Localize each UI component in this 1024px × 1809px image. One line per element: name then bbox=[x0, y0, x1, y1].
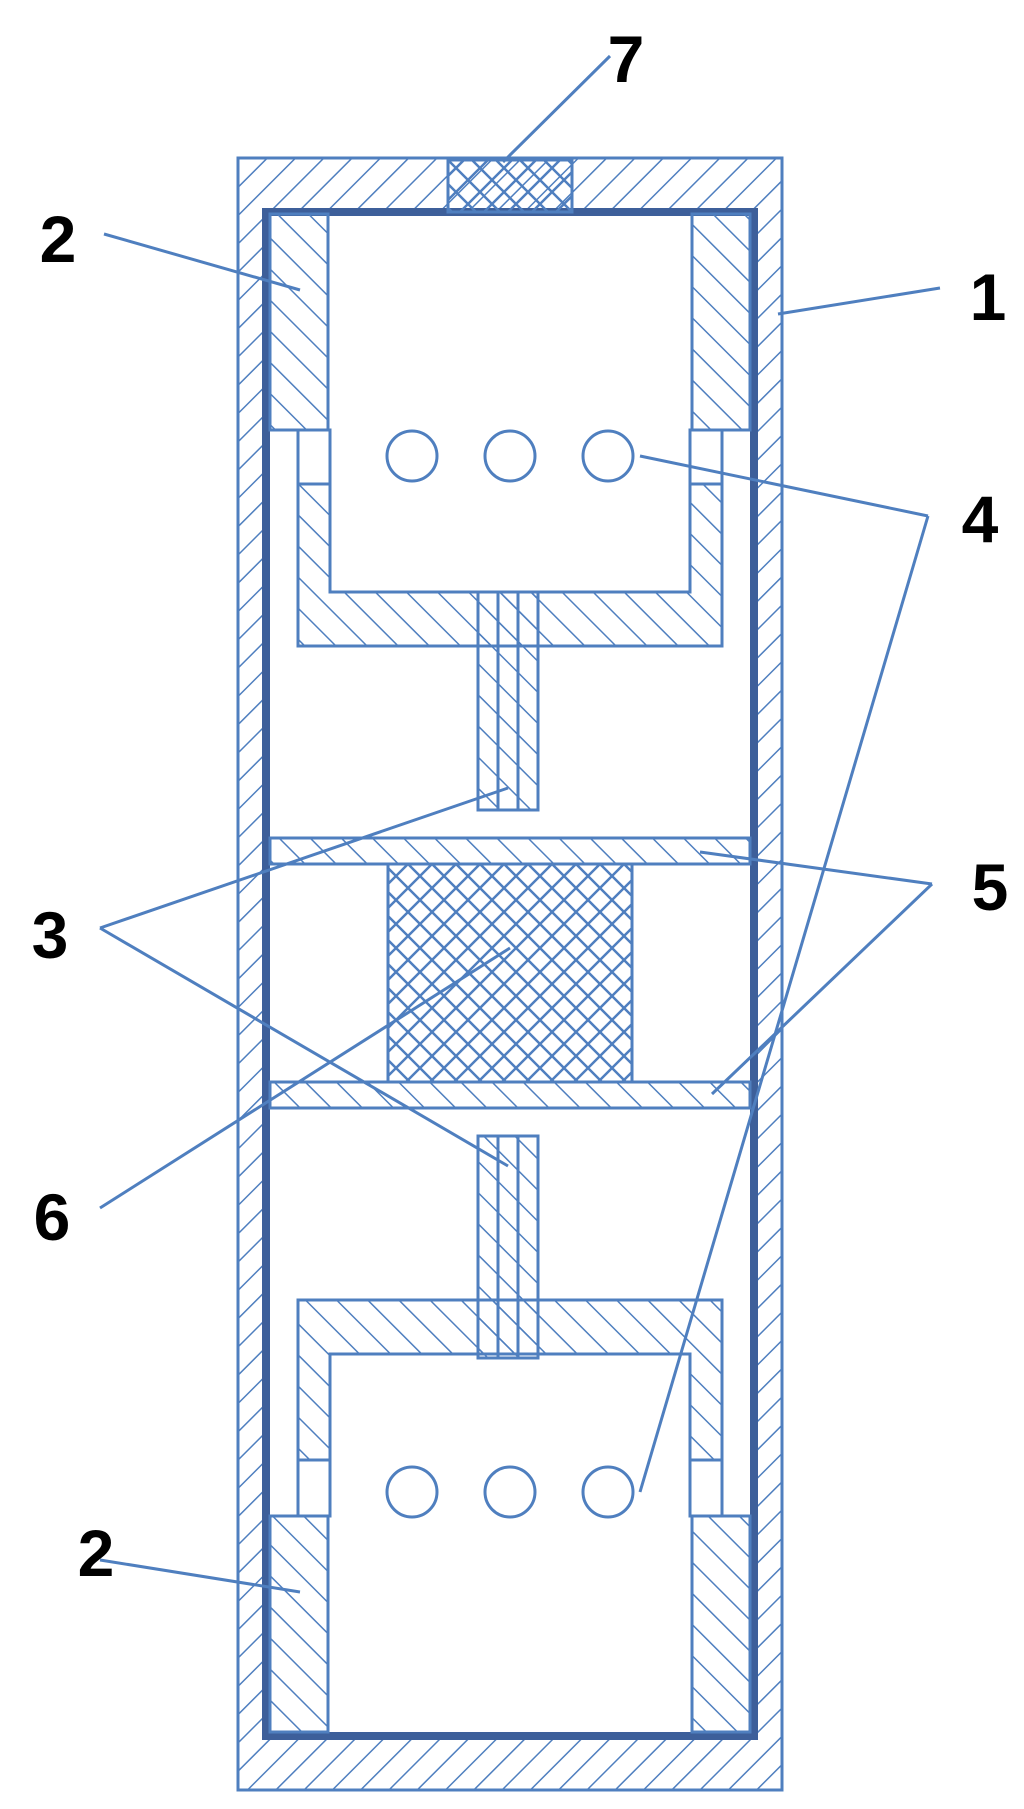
upper-hole-1 bbox=[385, 429, 439, 483]
lower-hole-3 bbox=[581, 1465, 635, 1519]
label-filter: 6 bbox=[34, 1180, 71, 1254]
label-lower-seal: 2 bbox=[78, 1516, 115, 1590]
lower-hole-2 bbox=[483, 1465, 537, 1519]
label-housing: 1 bbox=[970, 260, 1007, 334]
upper-hole-3 bbox=[581, 429, 635, 483]
filter-block bbox=[386, 862, 634, 1084]
lower-plate bbox=[268, 1080, 752, 1110]
upper-tube bbox=[476, 590, 540, 812]
vent-plug bbox=[446, 158, 574, 214]
lower-seal-left bbox=[268, 1514, 330, 1734]
label-tube: 3 bbox=[32, 898, 69, 972]
lower-hole-1 bbox=[385, 1465, 439, 1519]
upper-plate bbox=[268, 836, 752, 866]
lower-seal-right bbox=[690, 1514, 752, 1734]
leader-lines bbox=[99, 54, 941, 1594]
label-vent: 7 bbox=[608, 22, 645, 96]
upper-hole-2 bbox=[483, 429, 537, 483]
upper-seal-right bbox=[690, 212, 752, 432]
label-plates: 5 bbox=[972, 850, 1009, 924]
label-upper-seal: 2 bbox=[40, 202, 77, 276]
label-holes: 4 bbox=[962, 482, 999, 556]
upper-seal-left bbox=[268, 212, 330, 432]
